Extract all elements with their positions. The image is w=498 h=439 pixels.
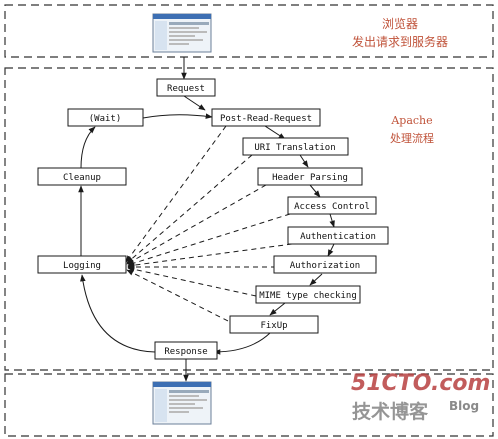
stage-cleanup-label: Cleanup [63,173,101,183]
stage-uri-translation: URI Translation [242,137,349,156]
browser-bottom-frame [4,373,494,437]
stage-header-parsing-label: Header Parsing [272,173,348,183]
stage-authorization-label: Authorization [290,261,360,271]
stage-post-read-request: Post-Read-Request [211,108,321,127]
stage-header-parsing: Header Parsing [257,167,363,186]
stage-fixup-label: FixUp [260,321,287,331]
stage-request: Request [156,78,216,97]
browser-top-frame [4,4,494,58]
stage-wait-label: (Wait) [89,114,122,124]
stage-cleanup: Cleanup [37,167,127,186]
apache-subtitle: 处理流程 [390,131,434,145]
stage-authentication-label: Authentication [300,232,376,242]
main-chain-arrows [78,95,335,382]
stage-authentication: Authentication [287,226,389,245]
stage-uri-translation-label: URI Translation [254,143,335,153]
stage-response: Response [154,341,218,360]
browser-title: 浏览器 [382,16,418,31]
stage-mime-type-checking: MIME type checking [255,285,361,304]
stage-logging-label: Logging [63,261,101,271]
watermark-site: 51CTO.com [351,371,490,396]
browser-subtitle: 发出请求到服务器 [352,34,448,49]
stage-access-control: Access Control [287,196,377,215]
stage-wait: (Wait) [67,108,144,127]
stage-fixup: FixUp [229,315,319,334]
stage-response-label: Response [164,347,207,357]
watermark-51cto: 51CTO.com 技术博客 Blog [351,371,490,423]
stage-authorization: Authorization [273,255,377,274]
watermark-blog: Blog [449,399,479,413]
apache-title: Apache [390,114,432,127]
stage-logging: Logging [37,255,127,274]
stage-request-label: Request [167,84,205,94]
apache-frame [4,67,494,371]
logging-dashed-arrows [125,125,293,326]
stage-mime-type-checking-label: MIME type checking [259,291,357,301]
browser-window-icon-top [152,13,212,53]
stage-access-control-label: Access Control [294,202,370,212]
stage-post-read-request-label: Post-Read-Request [220,114,312,124]
watermark-tagline: 技术博客 [352,400,429,423]
browser-window-icon-bottom [152,381,212,425]
